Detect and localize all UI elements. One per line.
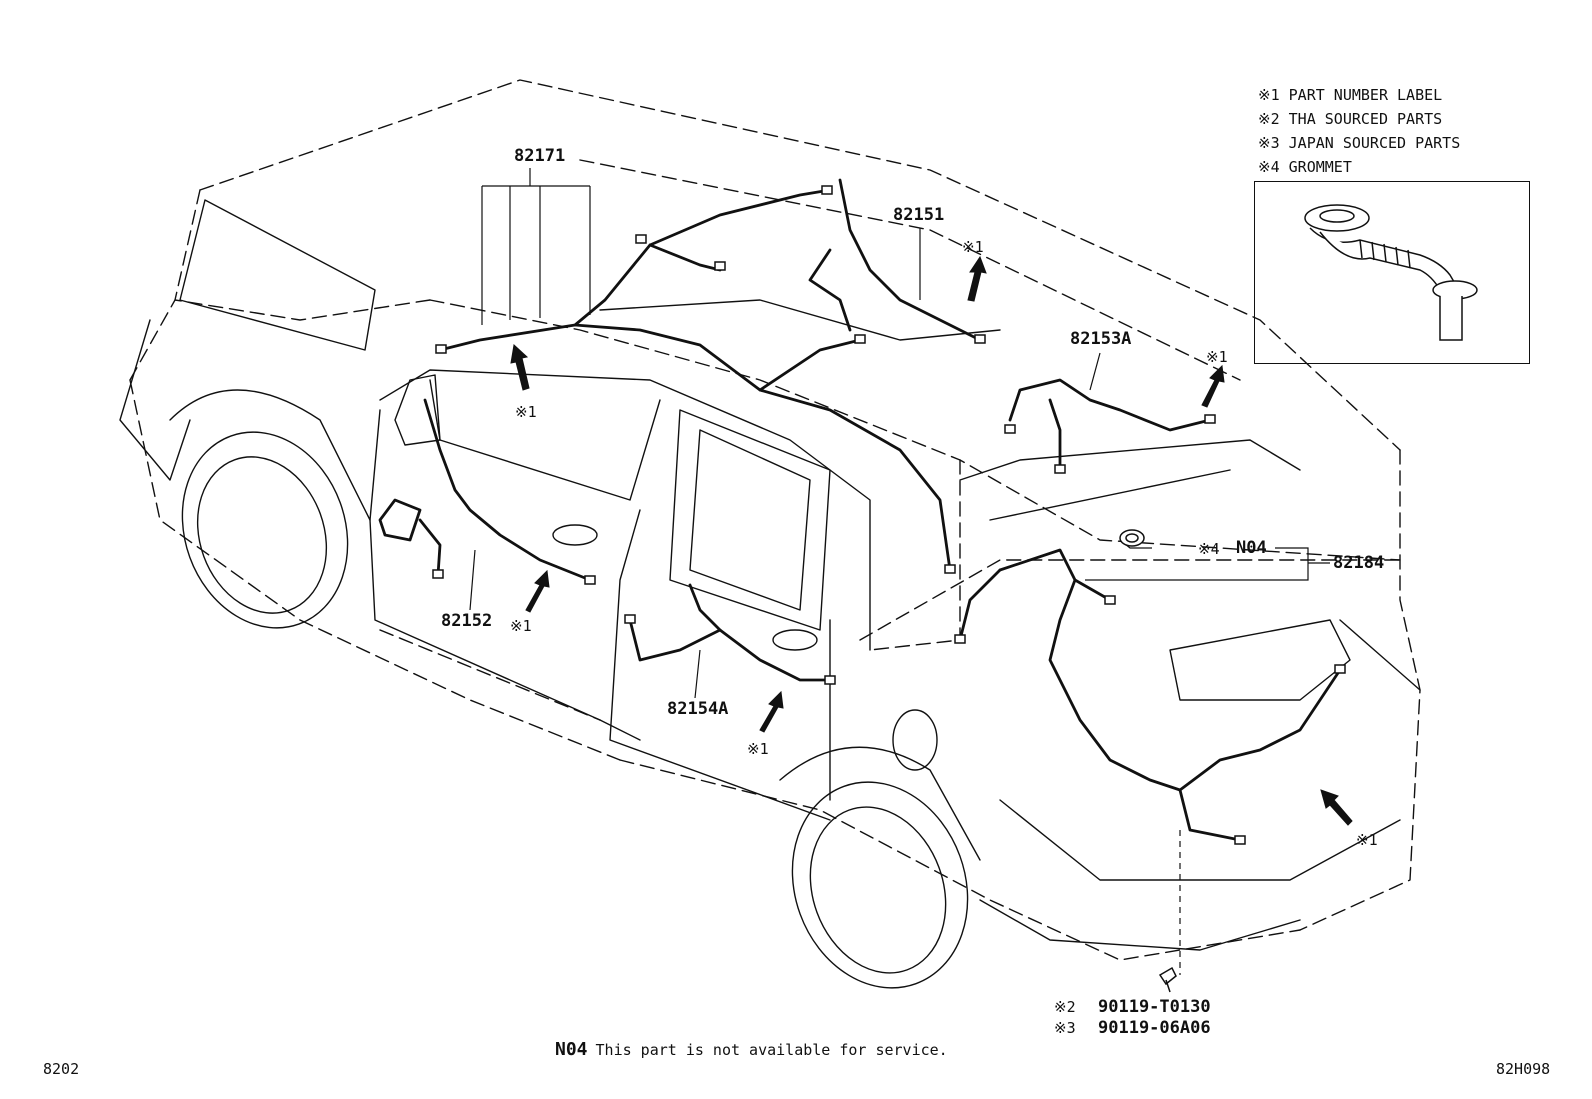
callout-82153A[interactable]: 82153A <box>1070 329 1132 349</box>
figure-code-right: 82H098 <box>1496 1060 1551 1078</box>
bracket-82171 <box>481 168 591 325</box>
mark-label-6: ※1 <box>1356 831 1378 849</box>
connector <box>821 185 833 195</box>
mark-grommet: ※4 <box>1198 540 1220 558</box>
bolt-japan-mark: ※3 <box>1054 1019 1076 1037</box>
connector <box>854 334 866 344</box>
rear-harness-82184-left <box>958 568 1002 642</box>
mark-label-2: ※1 <box>962 238 984 256</box>
connector <box>1204 414 1216 424</box>
car-body-details <box>119 199 1421 951</box>
rear-door-harness-branch <box>688 583 722 632</box>
main-floor-harness <box>573 323 952 572</box>
connector <box>954 634 966 644</box>
bolt-part-tha[interactable]: 90119-T0130 <box>1098 997 1211 1017</box>
callout-82151[interactable]: 82151 <box>893 205 945 225</box>
legend-item-1: ※1 PART NUMBER LABEL <box>1258 86 1443 104</box>
connector <box>1004 424 1016 434</box>
arrow-label-5 <box>759 690 784 733</box>
connector <box>1104 595 1116 605</box>
legend-item-3: ※3 JAPAN SOURCED PARTS <box>1258 134 1461 152</box>
front-door-harness-82152 <box>423 398 592 582</box>
service-note-code: N04 <box>555 1039 588 1060</box>
main-floor-harness-2 <box>758 338 862 392</box>
connector <box>584 575 596 585</box>
rear-harness-82184-right <box>1073 578 1112 602</box>
fuel-lid <box>892 709 938 771</box>
figure-code-left: 8202 <box>43 1060 80 1078</box>
callout-n04[interactable]: N04 <box>1236 538 1267 558</box>
roof-harness-branch <box>648 243 722 272</box>
side-mirror <box>394 374 441 446</box>
callout-82184[interactable]: 82184 <box>1333 553 1385 573</box>
bolt-part-japan[interactable]: 90119-06A06 <box>1098 1018 1211 1038</box>
connector <box>944 564 956 574</box>
front-door-handle <box>552 524 598 546</box>
leader-82154A <box>694 649 701 699</box>
roof-harness-82151 <box>838 178 982 342</box>
rear-door-handle <box>772 629 818 651</box>
mark-label-4: ※1 <box>510 617 532 635</box>
arrow-label-2 <box>967 255 987 302</box>
arrow-label-4 <box>525 569 550 613</box>
arrow-label-3 <box>1201 364 1225 408</box>
mark-label-1: ※1 <box>515 403 537 421</box>
connector <box>1334 664 1346 674</box>
bolt-icon <box>1158 966 1177 986</box>
grommet-detail-illustration <box>1304 204 1478 341</box>
leader-82152 <box>469 549 476 611</box>
connector <box>1054 464 1066 474</box>
arrow-label-1 <box>510 344 530 391</box>
leader-82153A <box>1089 352 1101 391</box>
connector <box>974 334 986 344</box>
legend: ※1 PART NUMBER LABEL ※2 THA SOURCED PART… <box>1258 83 1460 179</box>
connector <box>714 261 726 271</box>
grommet-detail-box <box>1254 181 1530 364</box>
callout-82171[interactable]: 82171 <box>514 146 566 166</box>
roof-harness-82171 <box>438 188 832 352</box>
harness-82153A <box>1008 378 1212 432</box>
connector <box>435 344 447 354</box>
rear-harness-82184 <box>998 548 1342 792</box>
leader-n04-82184 <box>1085 547 1309 581</box>
legend-item-2: ※2 THA SOURCED PARTS <box>1258 110 1443 128</box>
car-body-outline <box>129 79 1421 961</box>
connector <box>624 614 636 624</box>
mark-label-3: ※1 <box>1206 348 1228 366</box>
rear-harness-82184-low <box>1178 788 1242 842</box>
callout-82152[interactable]: 82152 <box>441 611 493 631</box>
bolt-tha-mark: ※2 <box>1054 998 1076 1016</box>
harness-82153A-branch <box>1048 398 1062 472</box>
callout-82154A[interactable]: 82154A <box>667 699 729 719</box>
front-door-harness-branch <box>418 518 442 577</box>
connector <box>432 569 444 579</box>
connector <box>635 234 647 244</box>
connector <box>824 675 836 685</box>
service-note-text: This part is not available for service. <box>595 1041 948 1059</box>
service-note: N04 This part is not available for servic… <box>555 1039 948 1060</box>
legend-item-4: ※4 GROMMET <box>1258 158 1352 176</box>
connector <box>1234 835 1246 845</box>
arrow-label-6 <box>1320 789 1353 826</box>
roof-harness-82151-branch <box>808 248 852 332</box>
front-wheel <box>169 389 371 629</box>
front-door-harness-loop <box>378 498 422 542</box>
rear-wheel <box>779 746 981 989</box>
mark-label-5: ※1 <box>747 740 769 758</box>
